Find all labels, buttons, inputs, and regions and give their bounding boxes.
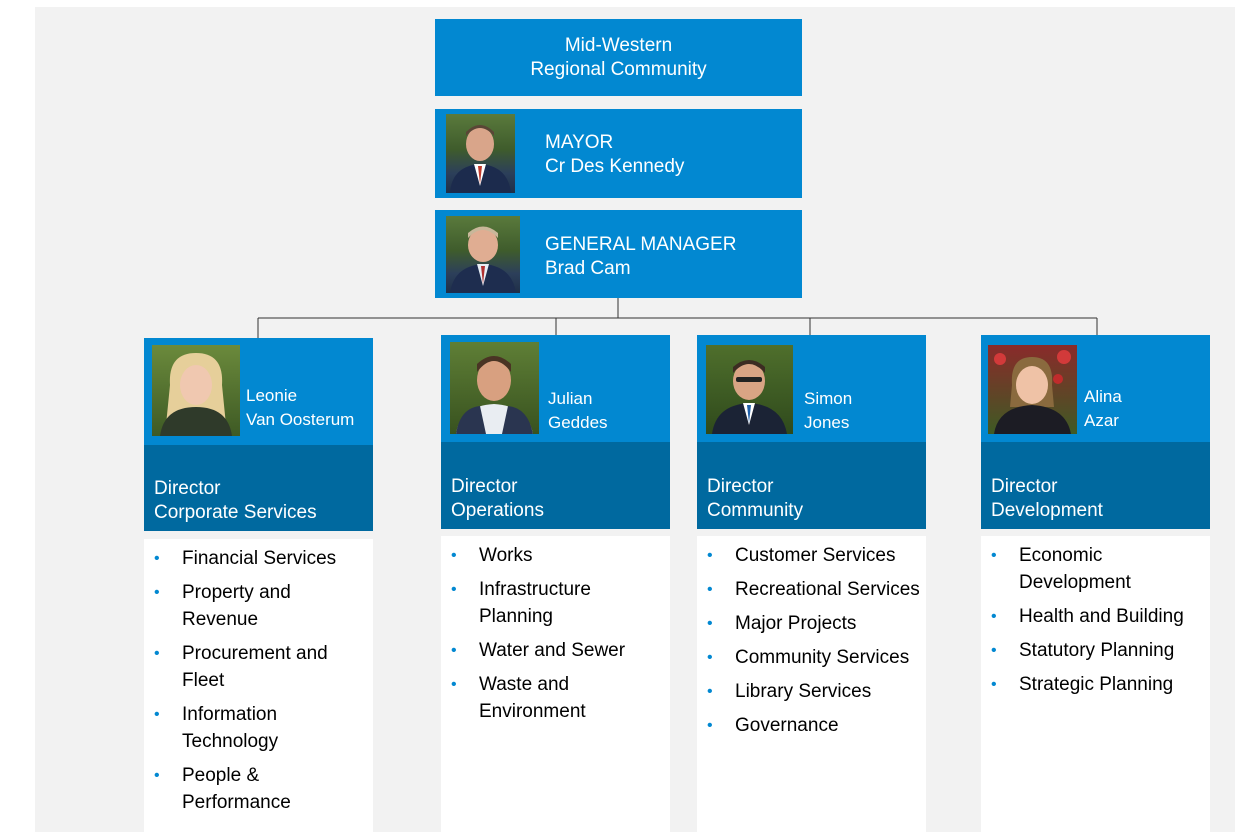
general-manager-name: Brad Cam xyxy=(545,258,631,279)
director-title-line2: Community xyxy=(707,500,804,521)
director-last-name: Jones xyxy=(804,413,850,432)
director-operations-portrait xyxy=(450,342,539,434)
mayor-text: MAYOR Cr Des Kennedy xyxy=(545,131,684,179)
director-corporate-services-header: Leonie Van Oosterum xyxy=(144,338,373,445)
organisation-name-line1: Mid-Western xyxy=(564,34,673,56)
director-operations-title: Director Operations xyxy=(441,442,670,529)
person-photo-icon xyxy=(450,226,516,293)
director-community-portrait xyxy=(706,345,793,434)
director-development-header: Alina Azar xyxy=(981,335,1210,442)
director-corporate-services-portrait xyxy=(152,345,240,436)
director-title-line2: Operations xyxy=(451,500,544,521)
director-last-name: Van Oosterum xyxy=(246,410,355,429)
director-first-name: Julian xyxy=(548,389,593,408)
director-corporate-services-title: Director Corporate Services xyxy=(144,445,373,531)
director-development-portrait xyxy=(988,345,1077,434)
list-item: People & Performance xyxy=(144,762,373,816)
director-operations-name: Julian Geddes xyxy=(548,387,608,435)
mayor-name: Cr Des Kennedy xyxy=(545,156,685,177)
director-title-line2: Corporate Services xyxy=(154,502,317,523)
director-development-name: Alina Azar xyxy=(1084,385,1122,433)
person-photo-icon xyxy=(450,125,511,193)
list-item: Waste and Environment xyxy=(441,671,670,725)
director-last-name: Geddes xyxy=(548,413,608,432)
director-title-line1: Director xyxy=(451,476,518,497)
list-item: Financial Services xyxy=(144,545,373,572)
list-item: Works xyxy=(441,542,670,569)
list-item: Health and Building xyxy=(981,603,1210,630)
director-first-name: Simon xyxy=(804,389,853,408)
general-manager-role: GENERAL MANAGER xyxy=(545,234,737,255)
director-community-name: Simon Jones xyxy=(804,387,852,435)
list-item: Community Services xyxy=(697,644,926,671)
general-manager-portrait xyxy=(446,216,520,293)
director-development-title: Director Development xyxy=(981,442,1210,529)
director-title-line1: Director xyxy=(154,478,221,499)
general-manager-text: GENERAL MANAGER Brad Cam xyxy=(545,233,736,281)
list-item: Statutory Planning xyxy=(981,637,1210,664)
director-title-line1: Director xyxy=(991,476,1058,497)
list-item: Procurement and Fleet xyxy=(144,640,373,694)
list-item: Infrastructure Planning xyxy=(441,576,670,630)
director-corporate-services-name: Leonie Van Oosterum xyxy=(246,384,354,432)
corporate-services-list: Financial Services Property and Revenue … xyxy=(144,539,373,832)
person-photo-icon xyxy=(456,356,533,434)
director-title-line2: Development xyxy=(991,500,1103,521)
director-community-header: Simon Jones xyxy=(697,335,926,442)
community-list: Customer Services Recreational Services … xyxy=(697,536,926,832)
director-first-name: Alina xyxy=(1084,387,1122,406)
list-item: Water and Sewer xyxy=(441,637,670,664)
list-item: Major Projects xyxy=(697,610,926,637)
person-photo-icon xyxy=(994,350,1071,434)
list-item: Property and Revenue xyxy=(144,579,373,633)
mayor-box: MAYOR Cr Des Kennedy xyxy=(435,109,802,198)
operations-list: Works Infrastructure Planning Water and … xyxy=(441,536,670,832)
list-item: Economic Development xyxy=(981,542,1210,596)
mayor-role: MAYOR xyxy=(545,132,614,153)
organisation-name-line2: Regional Community xyxy=(530,58,707,80)
person-photo-icon xyxy=(160,353,232,436)
director-last-name: Azar xyxy=(1084,411,1119,430)
general-manager-box: GENERAL MANAGER Brad Cam xyxy=(435,210,802,298)
list-item: Customer Services xyxy=(697,542,926,569)
organisation-box: Mid-Western Regional Community xyxy=(435,19,802,96)
director-title-line1: Director xyxy=(707,476,774,497)
director-first-name: Leonie xyxy=(246,386,298,405)
list-item: Strategic Planning xyxy=(981,671,1210,698)
director-community-title: Director Community xyxy=(697,442,926,529)
development-list: Economic Development Health and Building… xyxy=(981,536,1210,832)
person-photo-icon xyxy=(712,360,787,434)
director-operations-header: Julian Geddes xyxy=(441,335,670,442)
list-item: Governance xyxy=(697,712,926,739)
mayor-portrait xyxy=(446,114,515,193)
list-item: Information Technology xyxy=(144,701,373,755)
list-item: Recreational Services xyxy=(697,576,926,603)
list-item: Library Services xyxy=(697,678,926,705)
